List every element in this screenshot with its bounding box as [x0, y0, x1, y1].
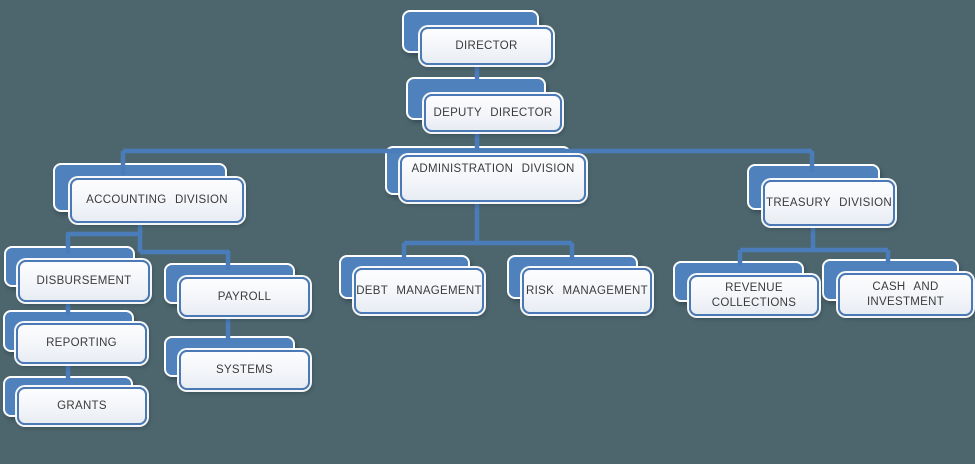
node-label: TREASURY DIVISION [766, 196, 892, 209]
node-label: DIRECTOR [455, 39, 518, 52]
org-node-reporting[interactable]: REPORTING [16, 323, 147, 364]
node-label: SYSTEMS [215, 363, 274, 376]
org-node-revenue-collections[interactable]: REVENUE COLLECTIONS [689, 275, 819, 316]
org-node-systems[interactable]: SYSTEMS [179, 350, 310, 390]
org-node-director[interactable]: DIRECTOR [420, 27, 553, 65]
node-label: GRANTS [57, 399, 107, 412]
node-label: REVENUE COLLECTIONS [711, 281, 797, 309]
node-label: DEPUTY DIRECTOR [433, 106, 553, 119]
org-node-debt-management[interactable]: DEBT MANAGEMENT [354, 268, 484, 314]
org-node-administration-division[interactable]: ADMINISTRATION DIVISION [400, 155, 586, 202]
org-node-cash-and-investment[interactable]: CASH AND INVESTMENT [838, 273, 973, 316]
node-label: PAYROLL [217, 290, 272, 303]
org-node-disbursement[interactable]: DISBURSEMENT [18, 260, 150, 302]
org-node-deputy-director[interactable]: DEPUTY DIRECTOR [424, 94, 562, 132]
org-node-treasury-division[interactable]: TREASURY DIVISION [763, 180, 895, 226]
org-node-accounting-division[interactable]: ACCOUNTING DIVISION [70, 178, 244, 223]
org-node-grants[interactable]: GRANTS [17, 387, 147, 425]
node-label: DEBT MANAGEMENT [356, 284, 482, 297]
org-node-payroll[interactable]: PAYROLL [179, 277, 310, 317]
node-label: ADMINISTRATION DIVISION [411, 163, 575, 176]
connector-accounting-right-elbow [140, 249, 231, 270]
node-label: REPORTING [46, 337, 117, 350]
connector-accounting-left-elbow [65, 231, 140, 254]
node-label: DISBURSEMENT [36, 274, 132, 287]
node-label: CASH AND INVESTMENT [866, 280, 945, 308]
node-label: RISK MANAGEMENT [526, 284, 648, 297]
node-label: ACCOUNTING DIVISION [86, 194, 228, 207]
org-node-risk-management[interactable]: RISK MANAGEMENT [522, 268, 652, 314]
